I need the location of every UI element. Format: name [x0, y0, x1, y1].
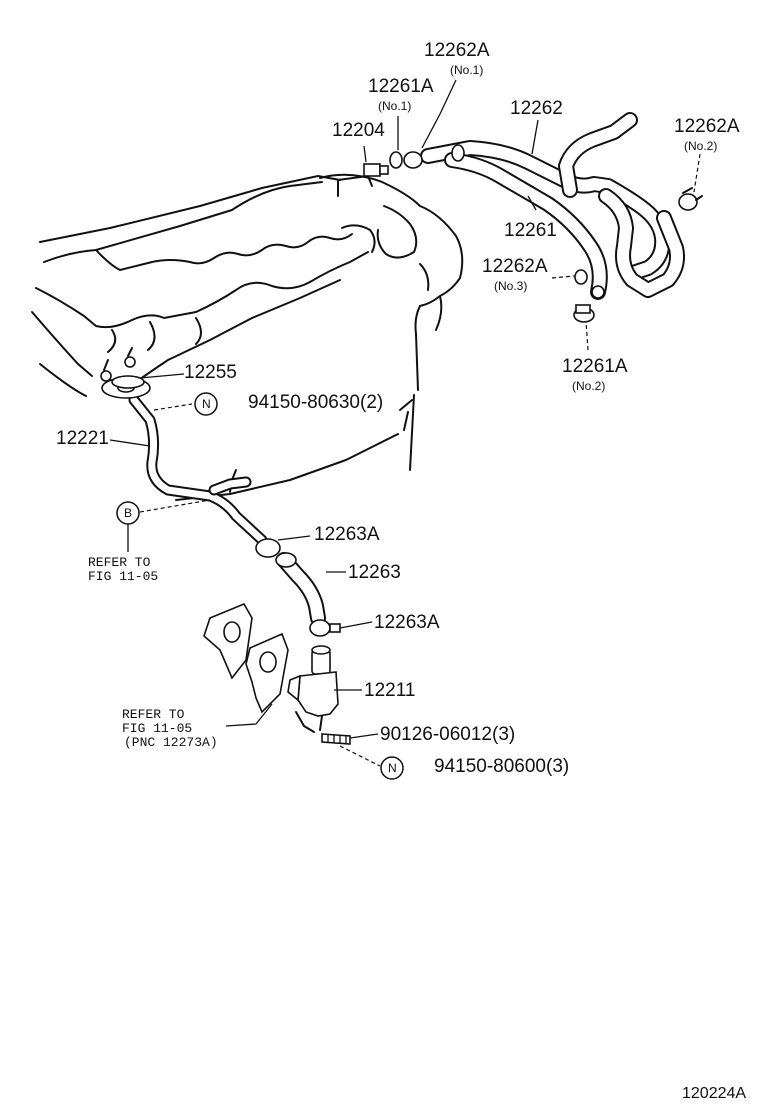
hose-12263 [255, 538, 341, 637]
badge-b: B [116, 501, 140, 525]
label-94150-80630: 94150-80630(2) [248, 392, 383, 413]
gaskets [203, 602, 289, 714]
refer-note-gasket-line2: FIG 11-05 [122, 721, 192, 736]
hose-12261 [444, 152, 685, 300]
label-12262A-no1: 12262A [424, 40, 490, 61]
label-12262A-no1-sub: (No.1) [450, 63, 483, 77]
label-12261A-no2: 12261A [562, 356, 628, 377]
refer-note-gasket-line3: (PNC 12273A) [124, 735, 218, 750]
label-12204: 12204 [332, 120, 385, 141]
label-12262A-no2: 12262A [674, 116, 740, 137]
label-12255: 12255 [184, 362, 237, 383]
label-12261: 12261 [504, 220, 557, 241]
leader-lines [109, 79, 701, 767]
refer-note-b: REFER TO FIG 11-05 [88, 555, 158, 584]
label-12211: 12211 [364, 680, 415, 701]
label-12263A-lower: 12263A [374, 612, 440, 633]
engine-block [31, 173, 464, 501]
hose-12262 [420, 112, 671, 282]
refer-note-b-line2: FIG 11-05 [88, 569, 158, 584]
badge-n-lower-letter: N [388, 761, 397, 775]
label-90126-06012: 90126-06012(3) [380, 724, 515, 745]
label-12263: 12263 [348, 562, 401, 583]
refer-note-gasket: REFER TO FIG 11-05 (PNC 12273A) [122, 707, 218, 750]
badge-n-lower: N [380, 756, 404, 780]
pipe-12221 [100, 347, 268, 546]
illustration-id: 120224A [682, 1085, 746, 1102]
refer-note-b-line1: REFER TO [88, 555, 151, 570]
label-12261A-no1: 12261A [368, 76, 434, 97]
part-labels: 12262A (No.1) 12261A (No.1) 12204 12262 … [56, 40, 740, 777]
clamps-upper [363, 144, 703, 323]
label-12262A-no2-sub: (No.2) [684, 139, 717, 153]
label-12261A-no2-sub: (No.2) [572, 379, 605, 393]
label-12221: 12221 [56, 428, 109, 449]
label-12262A-no3: 12262A [482, 256, 548, 277]
badge-n-upper: N [194, 392, 218, 416]
valve-12211 [287, 645, 351, 745]
label-12262A-no3-sub: (No.3) [494, 279, 527, 293]
label-12263A-upper: 12263A [314, 524, 380, 545]
label-12262: 12262 [510, 98, 563, 119]
label-94150-80600: 94150-80600(3) [434, 756, 569, 777]
label-12261A-no1-sub: (No.1) [378, 99, 411, 113]
badge-b-letter: B [124, 506, 132, 520]
refer-note-gasket-line1: REFER TO [122, 707, 185, 722]
badge-n-upper-letter: N [202, 397, 211, 411]
